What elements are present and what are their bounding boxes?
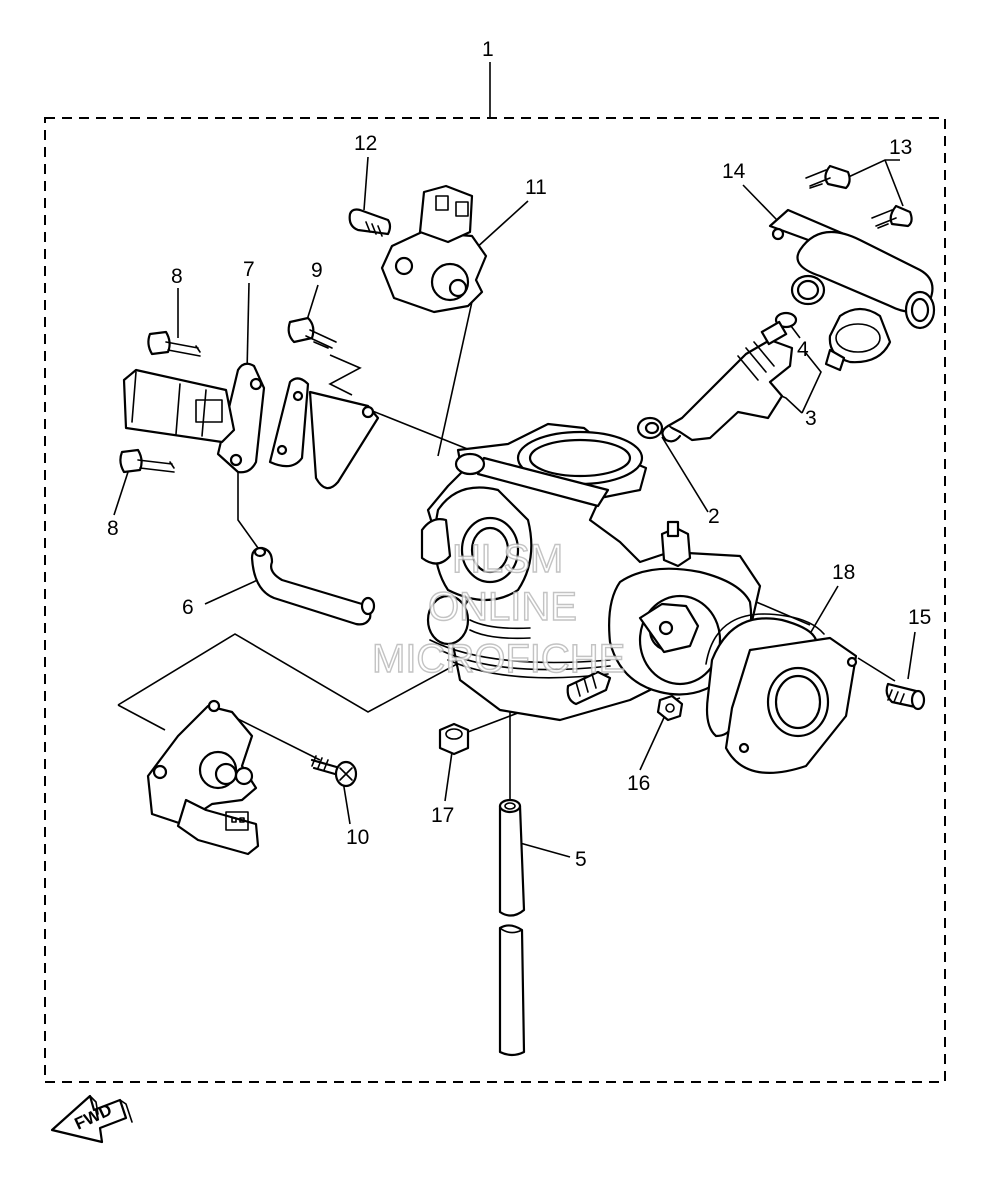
callout-8-top: 8 — [171, 265, 183, 288]
callout-4: 4 — [797, 338, 809, 361]
svg-text:HLSM: HLSM — [452, 537, 563, 581]
callout-8-bottom: 8 — [107, 517, 119, 540]
part-6-hose[interactable] — [250, 546, 376, 626]
callout-10: 10 — [346, 826, 369, 849]
callout-16: 16 — [627, 772, 650, 795]
part-11-throttle-position-sensor[interactable] — [380, 184, 488, 314]
part-16-nut[interactable] — [656, 694, 684, 722]
callout-11: 11 — [525, 176, 547, 199]
part-13-screws[interactable] — [805, 164, 913, 229]
part-8-bolt-lower[interactable] — [119, 448, 175, 474]
part-3-fuel-injector[interactable] — [661, 320, 794, 443]
throttle-body[interactable] — [420, 422, 762, 722]
callout-14: 14 — [722, 160, 746, 183]
callout-12: 12 — [354, 132, 377, 155]
part-8-bolt-upper[interactable] — [147, 330, 201, 357]
part-7-bracket[interactable] — [216, 362, 266, 474]
throttle-body-flange[interactable] — [724, 636, 858, 774]
fuel-pressure-regulator[interactable] — [824, 307, 892, 372]
assembly-boundary — [44, 117, 946, 1083]
part-9-bolt[interactable] — [287, 316, 337, 349]
mounting-plate[interactable] — [268, 377, 380, 490]
callout-13: 13 — [889, 136, 912, 159]
svg-text:MICROFICHE: MICROFICHE — [372, 637, 625, 681]
sensor-connector-left[interactable] — [122, 368, 236, 444]
part-10-screw[interactable] — [310, 755, 358, 788]
part-2-washer[interactable] — [636, 416, 664, 440]
part-14-fuel-rail[interactable] — [768, 208, 936, 330]
callout-18: 18 — [832, 561, 855, 584]
throttle-sensor-lower[interactable] — [146, 699, 260, 856]
callout-17: 17 — [431, 804, 454, 827]
callout-6: 6 — [182, 596, 194, 619]
part-15-bolt[interactable] — [885, 682, 926, 711]
callout-7: 7 — [243, 258, 255, 281]
watermark: HLSM ONLINE MICROFICHE — [371, 536, 626, 681]
callout-9: 9 — [311, 259, 323, 282]
callout-15: 15 — [908, 606, 931, 629]
callout-2: 2 — [708, 505, 720, 528]
leader-lines — [113, 156, 916, 858]
callout-5: 5 — [575, 848, 587, 871]
callout-1: 1 — [482, 38, 494, 61]
part-12-screw[interactable] — [348, 208, 392, 237]
part-5-hose[interactable] — [498, 798, 526, 1057]
part-17-nut[interactable] — [438, 722, 470, 756]
callout-3: 3 — [805, 407, 817, 430]
fwd-direction-arrow: FWD — [50, 1094, 133, 1144]
svg-text:ONLINE: ONLINE — [428, 585, 577, 629]
